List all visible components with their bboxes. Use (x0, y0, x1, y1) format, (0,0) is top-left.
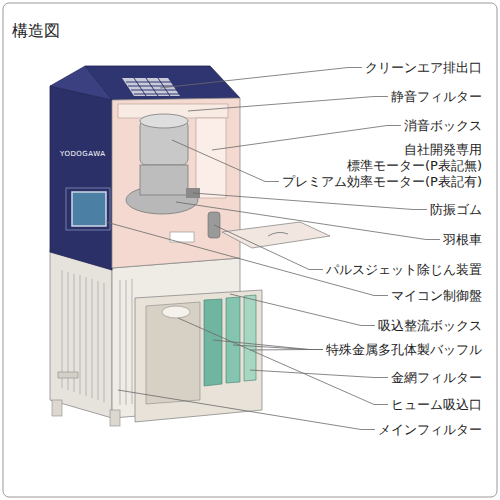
control-display (72, 192, 106, 226)
main-filter (62, 270, 132, 405)
callout-label: パルスジェット除じん装置 (326, 262, 482, 277)
cutaway-interior (112, 98, 240, 268)
leader-line (176, 202, 440, 240)
leader-line (118, 390, 375, 430)
callout-label: クリーンエア排出口 (365, 60, 482, 75)
impeller-housing (140, 165, 188, 195)
callout-label: プレミアム効率モーター(P表記有) (282, 174, 482, 189)
callout-label: 消音ボックス (404, 118, 482, 133)
leader-line (250, 349, 323, 351)
leg (110, 410, 120, 426)
callout-label: 吸込整流ボックス (378, 318, 482, 333)
callout-label: 標準モーター(P表記無) (347, 158, 482, 173)
leader-line (212, 126, 401, 151)
callout-label: マイコン制御盤 (391, 288, 482, 303)
leader-line (172, 140, 279, 182)
wire-mesh-filter (244, 295, 256, 381)
suction-box (135, 290, 262, 422)
leader-line (106, 222, 388, 296)
leader-line (233, 345, 323, 350)
callout-label: メインフィルター (378, 422, 482, 437)
callout-label: 静音フィルター (391, 89, 482, 104)
frame (3, 3, 497, 497)
leader-line (213, 340, 323, 350)
callout-label: 金網フィルター (391, 370, 482, 385)
leader-line (160, 68, 362, 89)
callout-label: 特殊金属多孔体製バッフル (326, 342, 482, 357)
callout-label: 防振ゴム (430, 202, 482, 217)
leader-line (230, 294, 375, 326)
leader-line (188, 97, 388, 112)
cover-plate (222, 222, 330, 248)
callout-label: 羽根車 (443, 232, 482, 247)
baffle (204, 299, 222, 386)
leader-line (193, 193, 427, 210)
lower-left-face (50, 250, 112, 418)
brand-name: YODOGAWA (60, 150, 105, 158)
motor-top (140, 114, 188, 128)
front-panel (50, 86, 112, 270)
leader-line (178, 318, 388, 405)
control-panel (66, 188, 110, 230)
diagram-title: 構造図 (12, 22, 60, 40)
roof-edge (50, 66, 112, 100)
fume-inlet (146, 302, 200, 404)
plate-handle (268, 232, 288, 236)
leader-line (214, 225, 323, 270)
inlet-opening (162, 306, 190, 318)
silencer-box (196, 118, 226, 198)
callout-label: ヒューム吸込口 (391, 397, 482, 412)
leg (52, 400, 62, 416)
callout-label: 自社開発専用 (404, 142, 482, 157)
leader-line (250, 370, 388, 378)
drawer-handle (58, 372, 78, 378)
